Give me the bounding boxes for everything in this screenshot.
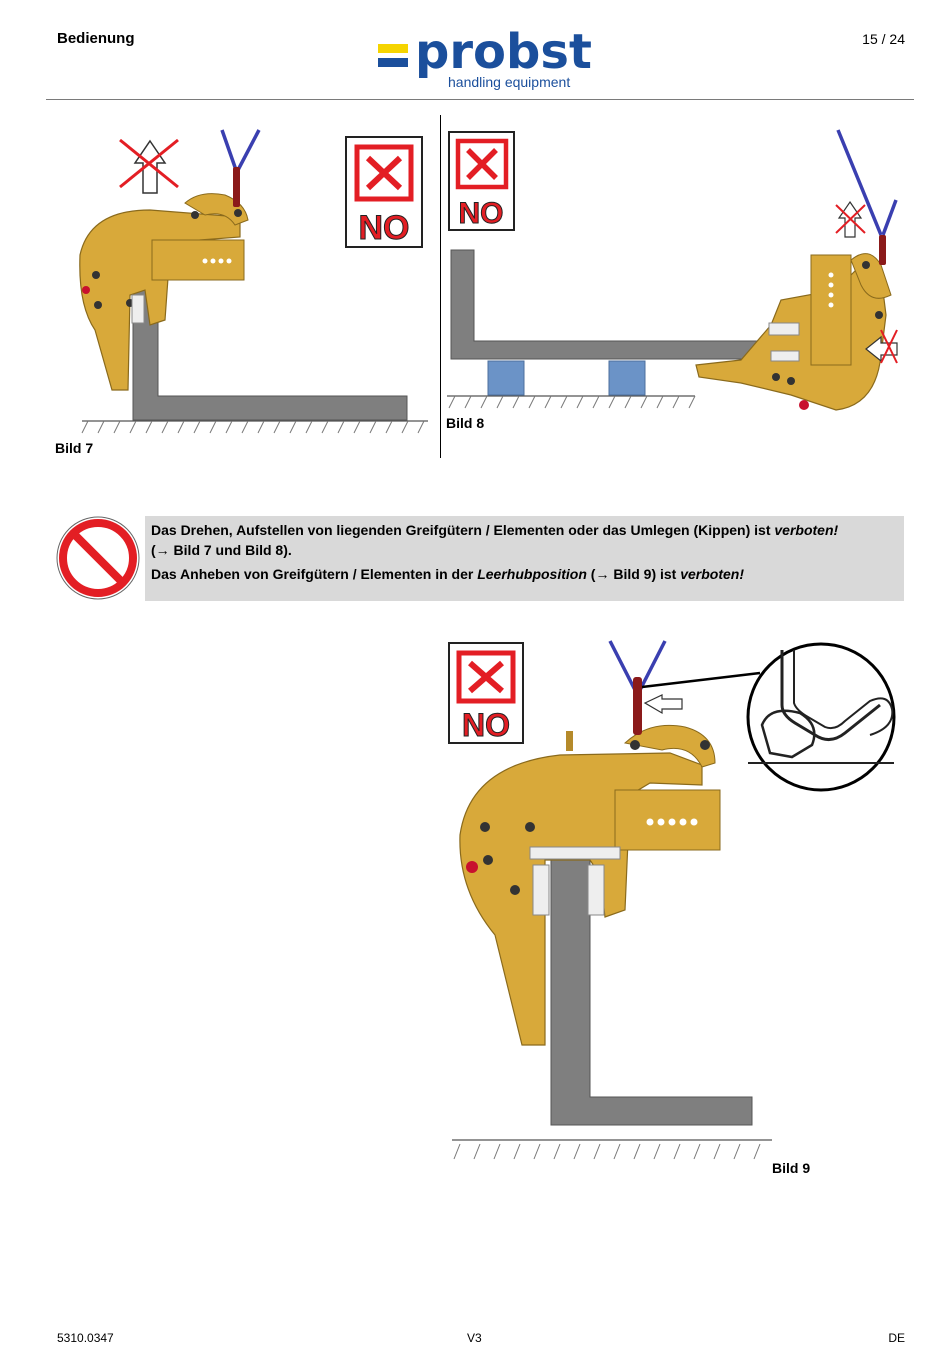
probst-logo: probst handling equipment (378, 24, 592, 94)
figure-9-illustration: NO (448, 640, 896, 1160)
footer-version: V3 (467, 1331, 482, 1345)
warning-text: Das Drehen, Aufstellen von liegenden Gre… (151, 522, 775, 538)
warning-box: Das Drehen, Aufstellen von liegenden Gre… (145, 516, 904, 601)
warning-text: Das Anheben von Greifgütern / Elementen … (151, 566, 478, 582)
no-sign-text: NO (359, 209, 410, 247)
warning-emphasis: Leerhubposition (477, 566, 587, 582)
warning-emphasis: verboten! (774, 522, 839, 538)
warning-emphasis: verboten! (680, 566, 745, 582)
logo-brand: probst (415, 24, 592, 80)
warning-line-1: Das Drehen, Aufstellen von liegenden Gre… (151, 522, 838, 538)
prohibition-icon (56, 516, 140, 600)
logo-tagline: handling equipment (448, 74, 571, 90)
header-rule (46, 99, 914, 100)
warning-line-2: (→ Bild 7 und Bild 8). (151, 542, 292, 558)
footer-doc-number: 5310.0347 (57, 1331, 114, 1345)
footer-language: DE (888, 1331, 905, 1345)
logo-mark-icon (378, 44, 408, 67)
warning-text: (→ Bild 9) ist (586, 566, 681, 582)
warning-line-3: Das Anheben von Greifgütern / Elementen … (151, 566, 744, 582)
page-number: 15 / 24 (862, 31, 905, 47)
figure-8-caption: Bild 8 (446, 415, 485, 431)
figure-8-illustration: NO (447, 129, 898, 411)
no-sign-text: NO (459, 197, 504, 230)
figure-divider (440, 115, 441, 458)
figure-7-illustration: NO (79, 129, 428, 434)
no-sign-text: NO (462, 707, 510, 743)
figure-7-caption: Bild 7 (55, 440, 94, 456)
figure-9-caption: Bild 9 (772, 1160, 811, 1176)
section-title: Bedienung (57, 30, 135, 47)
